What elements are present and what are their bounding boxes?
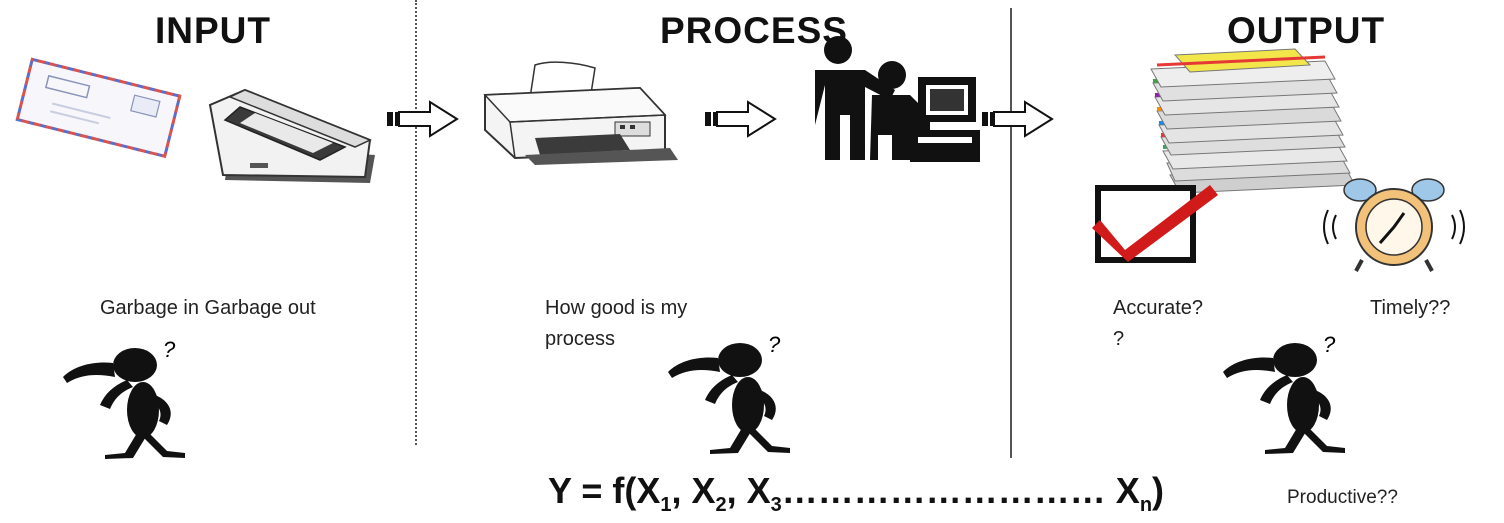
divider-process-output [1010,8,1012,458]
heading-output: OUTPUT [1227,10,1386,51]
divider-input-process [415,0,417,445]
svg-text:?: ? [163,337,176,362]
heading-input: INPUT [155,10,271,51]
formula-sub-n: n [1139,494,1153,517]
thinker-icon-input: ? [63,337,185,459]
note-process-line2: process [545,328,616,350]
formula: Y = f(X1, X2, X3……………………… Xn) [548,470,1164,517]
arrow-icon-3 [982,100,1054,138]
paper-stack-icon [1150,48,1356,194]
formula-sub-2: 2 [715,494,727,517]
formula-sep-1: , X [671,470,716,511]
thinker-icon-output: ? [1223,332,1345,454]
arrow-icon-2 [705,100,777,138]
formula-sub-1: 1 [660,494,672,517]
worker-computer-icon [815,36,980,162]
note-process-line1: How good is my [545,297,688,319]
note-input: Garbage in Garbage out [100,297,316,319]
formula-close: ) [1152,470,1165,511]
arrow-icon-1 [387,100,459,138]
formula-sub-3: 3 [770,494,782,517]
note-accurate-line2: ? [1113,328,1125,350]
printer-icon [483,61,678,165]
note-productive: Productive?? [1287,487,1398,508]
note-accurate-line1: Accurate? [1113,297,1204,319]
svg-text:?: ? [768,332,781,357]
scanner-icon [208,88,375,183]
checkmark-icon [1092,185,1218,263]
svg-text:?: ? [1323,332,1336,357]
formula-sep-2: , X [726,470,771,511]
heading-process: PROCESS [660,10,848,51]
alarm-clock-icon [1323,178,1465,272]
formula-lhs: Y = f(X [548,470,661,511]
thinker-icon-process: ? [668,332,790,454]
envelope-icon [15,57,182,159]
note-timely: Timely?? [1370,297,1451,319]
formula-dots: ……………………… X [781,470,1140,511]
